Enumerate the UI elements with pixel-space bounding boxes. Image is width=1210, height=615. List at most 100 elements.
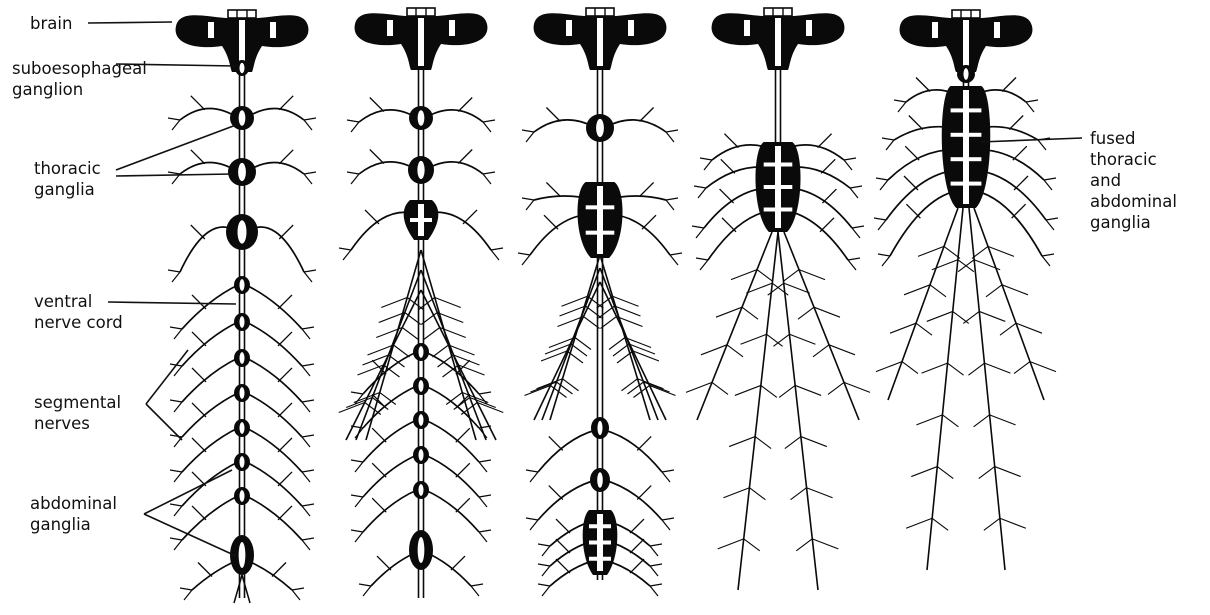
nerve-branch — [304, 270, 316, 282]
segmental-nerve — [604, 430, 662, 472]
nerve-branch — [192, 438, 206, 452]
nerve-branch — [686, 382, 728, 394]
nerve-branch — [491, 248, 503, 260]
nerve-branch — [916, 78, 930, 92]
segmental-nerve — [246, 496, 302, 540]
nerve-branch — [365, 210, 379, 224]
nerve-branch — [302, 470, 314, 482]
segmental-nerve — [192, 560, 238, 590]
nerve-branch — [642, 215, 656, 229]
nerve-branch — [890, 323, 932, 335]
nerve-branch — [701, 345, 743, 357]
segmental-nerve — [359, 110, 417, 122]
fused-mass-segment-bar — [586, 231, 615, 235]
brain-top-connective — [228, 10, 256, 18]
nerve-branch — [979, 467, 1021, 479]
nerve-branch — [640, 182, 654, 196]
posterior-nerve — [969, 208, 1005, 570]
nerve-branch — [878, 254, 890, 266]
nerve-branch — [471, 584, 483, 596]
nerve-branch — [968, 363, 1010, 375]
nerve-branch — [279, 96, 293, 110]
posterior-nerve — [778, 232, 818, 590]
ganglion-core — [419, 484, 424, 496]
nerve-branch — [731, 270, 773, 282]
segmental-nerve — [363, 490, 417, 532]
nerve-branch — [278, 506, 292, 520]
nerve-branch — [650, 584, 662, 596]
nerve-branch — [370, 98, 384, 112]
nerve-branch — [526, 518, 538, 530]
nerve-branch — [168, 172, 180, 184]
nerve-branch — [351, 460, 363, 472]
ganglion-core — [419, 380, 424, 392]
segmental-nerve — [538, 430, 596, 472]
nerve-branch — [279, 150, 293, 164]
nerve-branch — [192, 403, 206, 417]
nerve-branch — [546, 182, 560, 196]
nerve-branch — [724, 134, 738, 148]
nerve-branch — [852, 226, 864, 238]
nerve-branch — [556, 559, 570, 573]
nerve-branch — [458, 150, 472, 164]
segmental-nerve — [425, 110, 483, 122]
nerve-branch — [279, 225, 293, 239]
nerve-branch — [911, 467, 953, 479]
nerve-branch — [556, 519, 570, 533]
fused-mass-segment-bar — [589, 541, 611, 545]
brain-top-connective — [764, 8, 792, 16]
fused-mass-segment-bar — [586, 205, 615, 209]
segmental-nerve — [425, 420, 479, 462]
nerve-branch — [479, 530, 491, 542]
ganglion-core — [417, 161, 424, 179]
nerve-branch — [630, 539, 644, 553]
nerve-branch — [483, 120, 495, 132]
terminal-nerves — [234, 575, 250, 603]
nerve-branch — [696, 258, 708, 270]
segmental-nerve — [246, 393, 302, 437]
nerve-branch — [549, 436, 563, 450]
nerve-branch — [272, 563, 286, 577]
nerve-branch — [599, 306, 641, 318]
brain-midline — [597, 18, 603, 66]
nerve-branch — [538, 544, 550, 556]
nerve-branch — [372, 463, 386, 477]
nerve-branch — [180, 588, 192, 600]
nerve-branch — [1014, 362, 1056, 374]
nerve-branch — [278, 403, 292, 417]
nerve-branch — [662, 518, 674, 530]
nerve-branch — [278, 472, 292, 486]
ganglion-core — [238, 220, 247, 243]
nerve-branch — [783, 270, 825, 282]
nerve-branch — [722, 218, 736, 232]
segmental-nerve — [182, 428, 238, 472]
segmental-nerve — [182, 393, 238, 437]
brain-midline — [775, 18, 781, 66]
nerve-branch — [1012, 204, 1026, 218]
ganglion-core — [418, 110, 425, 126]
segmental-nerve — [182, 322, 238, 366]
nerve-branch — [192, 332, 206, 346]
nerve-branch — [339, 248, 351, 260]
nerve-branch — [694, 186, 706, 198]
nerve-branch — [302, 504, 314, 516]
nerve-branch — [192, 506, 206, 520]
nerve-branch — [458, 98, 472, 112]
nerve-branch — [479, 495, 491, 507]
nerve-branch — [904, 285, 946, 297]
nerve-branch — [304, 172, 316, 184]
nerve-branch — [538, 584, 550, 596]
nerve-branch — [1044, 178, 1056, 190]
nerve-branch — [544, 215, 558, 229]
fused-mass-segment-bar — [589, 557, 611, 561]
fused-mass-segment-bar — [764, 185, 793, 189]
nerve-branch — [640, 108, 654, 122]
nerve-branch — [1000, 323, 1042, 335]
posterior-nerve — [927, 208, 963, 570]
nerve-branch — [170, 538, 182, 550]
pointer-thoracic-2 — [116, 174, 232, 176]
label-abdominal-ganglia: abdominal ganglia — [30, 493, 117, 535]
nerve-branch — [692, 226, 704, 238]
segmental-nerve — [246, 285, 302, 329]
brain-top-connective — [952, 10, 980, 18]
